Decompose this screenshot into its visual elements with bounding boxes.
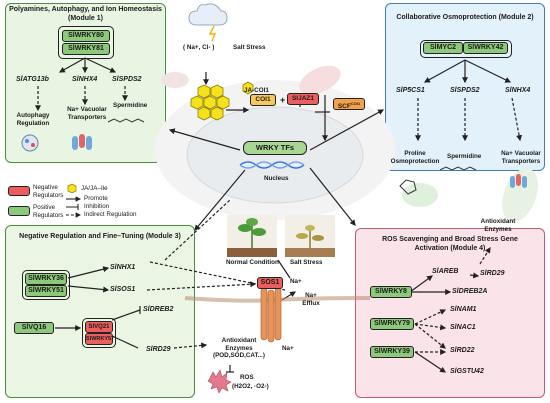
gene-slwrky79: SlWRKY79: [370, 318, 414, 330]
target-slnac1: SlNAC1: [450, 324, 476, 331]
target-slnhx4: SlNHX4: [72, 76, 98, 83]
module2-title: Collaborative Osmoprotection (Module 2): [396, 14, 534, 21]
legend-indirect-label: Indirect Regulation: [84, 211, 137, 218]
module4-panel: [355, 228, 545, 398]
target-sldreb2: SlDREB2: [143, 306, 174, 313]
module3-gene-group-a: [22, 270, 70, 300]
target-slp5cs1: SlP5CS1: [396, 87, 425, 94]
target-slspds2-m2: SlSPDS2: [450, 87, 480, 94]
na-out-label: Na+: [290, 278, 302, 285]
gene-slwrky39: SlWRKY39: [370, 346, 414, 358]
module4-title: ROS Scavenging and Broad Stress Gene Act…: [382, 236, 518, 252]
module3-panel: [5, 225, 195, 398]
gene-slwrky51: SlWRKY51: [25, 285, 67, 297]
salt-stress-label: Salt Stress: [233, 44, 266, 51]
sljaz1-box: SlJAZ1: [287, 93, 319, 105]
legend-promote-label: Promote: [84, 195, 108, 202]
gene-slmyc2: SlMYC2: [423, 42, 463, 54]
output-spermidine-m1: Spermidine: [113, 102, 148, 109]
target-slsos1: SlSOS1: [110, 286, 136, 293]
legend-inhibition-label: Inhibition: [84, 203, 110, 210]
target-slatg13b: SlATG13b: [16, 76, 49, 83]
gene-slwrky8: SlWRKY8: [370, 286, 412, 298]
ros-label: ROS: [240, 374, 254, 381]
output-autophagy: Autophagy Regulation: [16, 112, 50, 127]
nucleus-label: Nucleus: [264, 175, 289, 182]
target-sldreb2a: SlDREB2A: [452, 288, 488, 295]
module2-panel: [385, 3, 545, 171]
module3-gene-group-b: [82, 318, 116, 348]
target-slnhx1: SlNHX1: [110, 264, 136, 271]
output-spermidine-m2: Spermidine: [447, 153, 482, 160]
legend-positive-swatch: [8, 206, 30, 216]
legend-ja-label: JA/JA–Ile: [81, 185, 108, 192]
output-na-transporters-m2: Na+ Vacuolar Transporters: [501, 150, 541, 165]
gene-slvq16: SlVQ16: [14, 322, 54, 334]
gene-slwrky81: SlWRKY81: [62, 43, 110, 55]
gene-slvq21: SlVQ21: [85, 321, 113, 333]
scf-box: SCFCOI1: [333, 98, 365, 110]
module1-gene-group: [58, 26, 114, 59]
legend-positive-label: Positive Regulators: [33, 204, 64, 219]
target-slrd22: SlRD22: [450, 347, 475, 354]
target-slnam1: SlNAM1: [450, 306, 477, 313]
output-na-transporters-m1: Na+ Vacuolar Transporters: [67, 106, 107, 121]
module3-enzymes: Antioxidant Enzymes (POD,SOD,CAT...): [212, 337, 265, 359]
target-slrd29-m4: SlRD29: [480, 270, 505, 277]
target-slnhx4-m2: SlNHX4: [505, 87, 531, 94]
normal-condition-label: Normal Condition: [226, 259, 279, 266]
module4-enzymes: Antioxidant Enzymes: [480, 218, 516, 233]
plus-sign: +: [280, 95, 286, 105]
gene-slwrky36: SlWRKY36: [25, 273, 67, 285]
gene-slwrky80: SlWRKY80: [62, 30, 110, 42]
na-efflux-label: Na+ Efflux: [302, 292, 320, 307]
na-in-label: Na+: [282, 345, 294, 352]
legend-negative-label: Negative Regulators: [33, 184, 64, 199]
target-slrd29-m3: SlRD29: [146, 346, 171, 353]
module2-gene-group: [420, 40, 512, 58]
module1-title: Polyamines, Autophagy, and Ion Homeostas…: [9, 6, 162, 22]
ja-coi1-label: JA-COI1: [244, 87, 269, 94]
salt-stress-plant-label: Salt Stress: [290, 259, 323, 266]
module3-title: Negative Regulation and Fine–Tuning (Mod…: [19, 233, 181, 240]
target-slspds2: SlSPDS2: [112, 76, 142, 83]
sos1-box: SOS1: [257, 277, 283, 289]
target-slareb: SlAREB: [432, 268, 459, 275]
output-proline: Proline Osmoprotection: [390, 150, 440, 165]
legend-negative-swatch: [8, 186, 30, 196]
gene-slwrky57: SlWRKY57: [85, 333, 114, 345]
coi1-box: COI1: [250, 94, 276, 106]
wrky-tfs-box: WRKY TFs: [243, 141, 307, 155]
ros-species: (H2O2, ·O2-): [232, 383, 269, 390]
stress-ions: ( Na+, Cl- ): [183, 44, 215, 51]
gene-slwrky42: SlWRKY42: [463, 42, 508, 54]
target-slgstu42: SlGSTU42: [450, 368, 484, 375]
